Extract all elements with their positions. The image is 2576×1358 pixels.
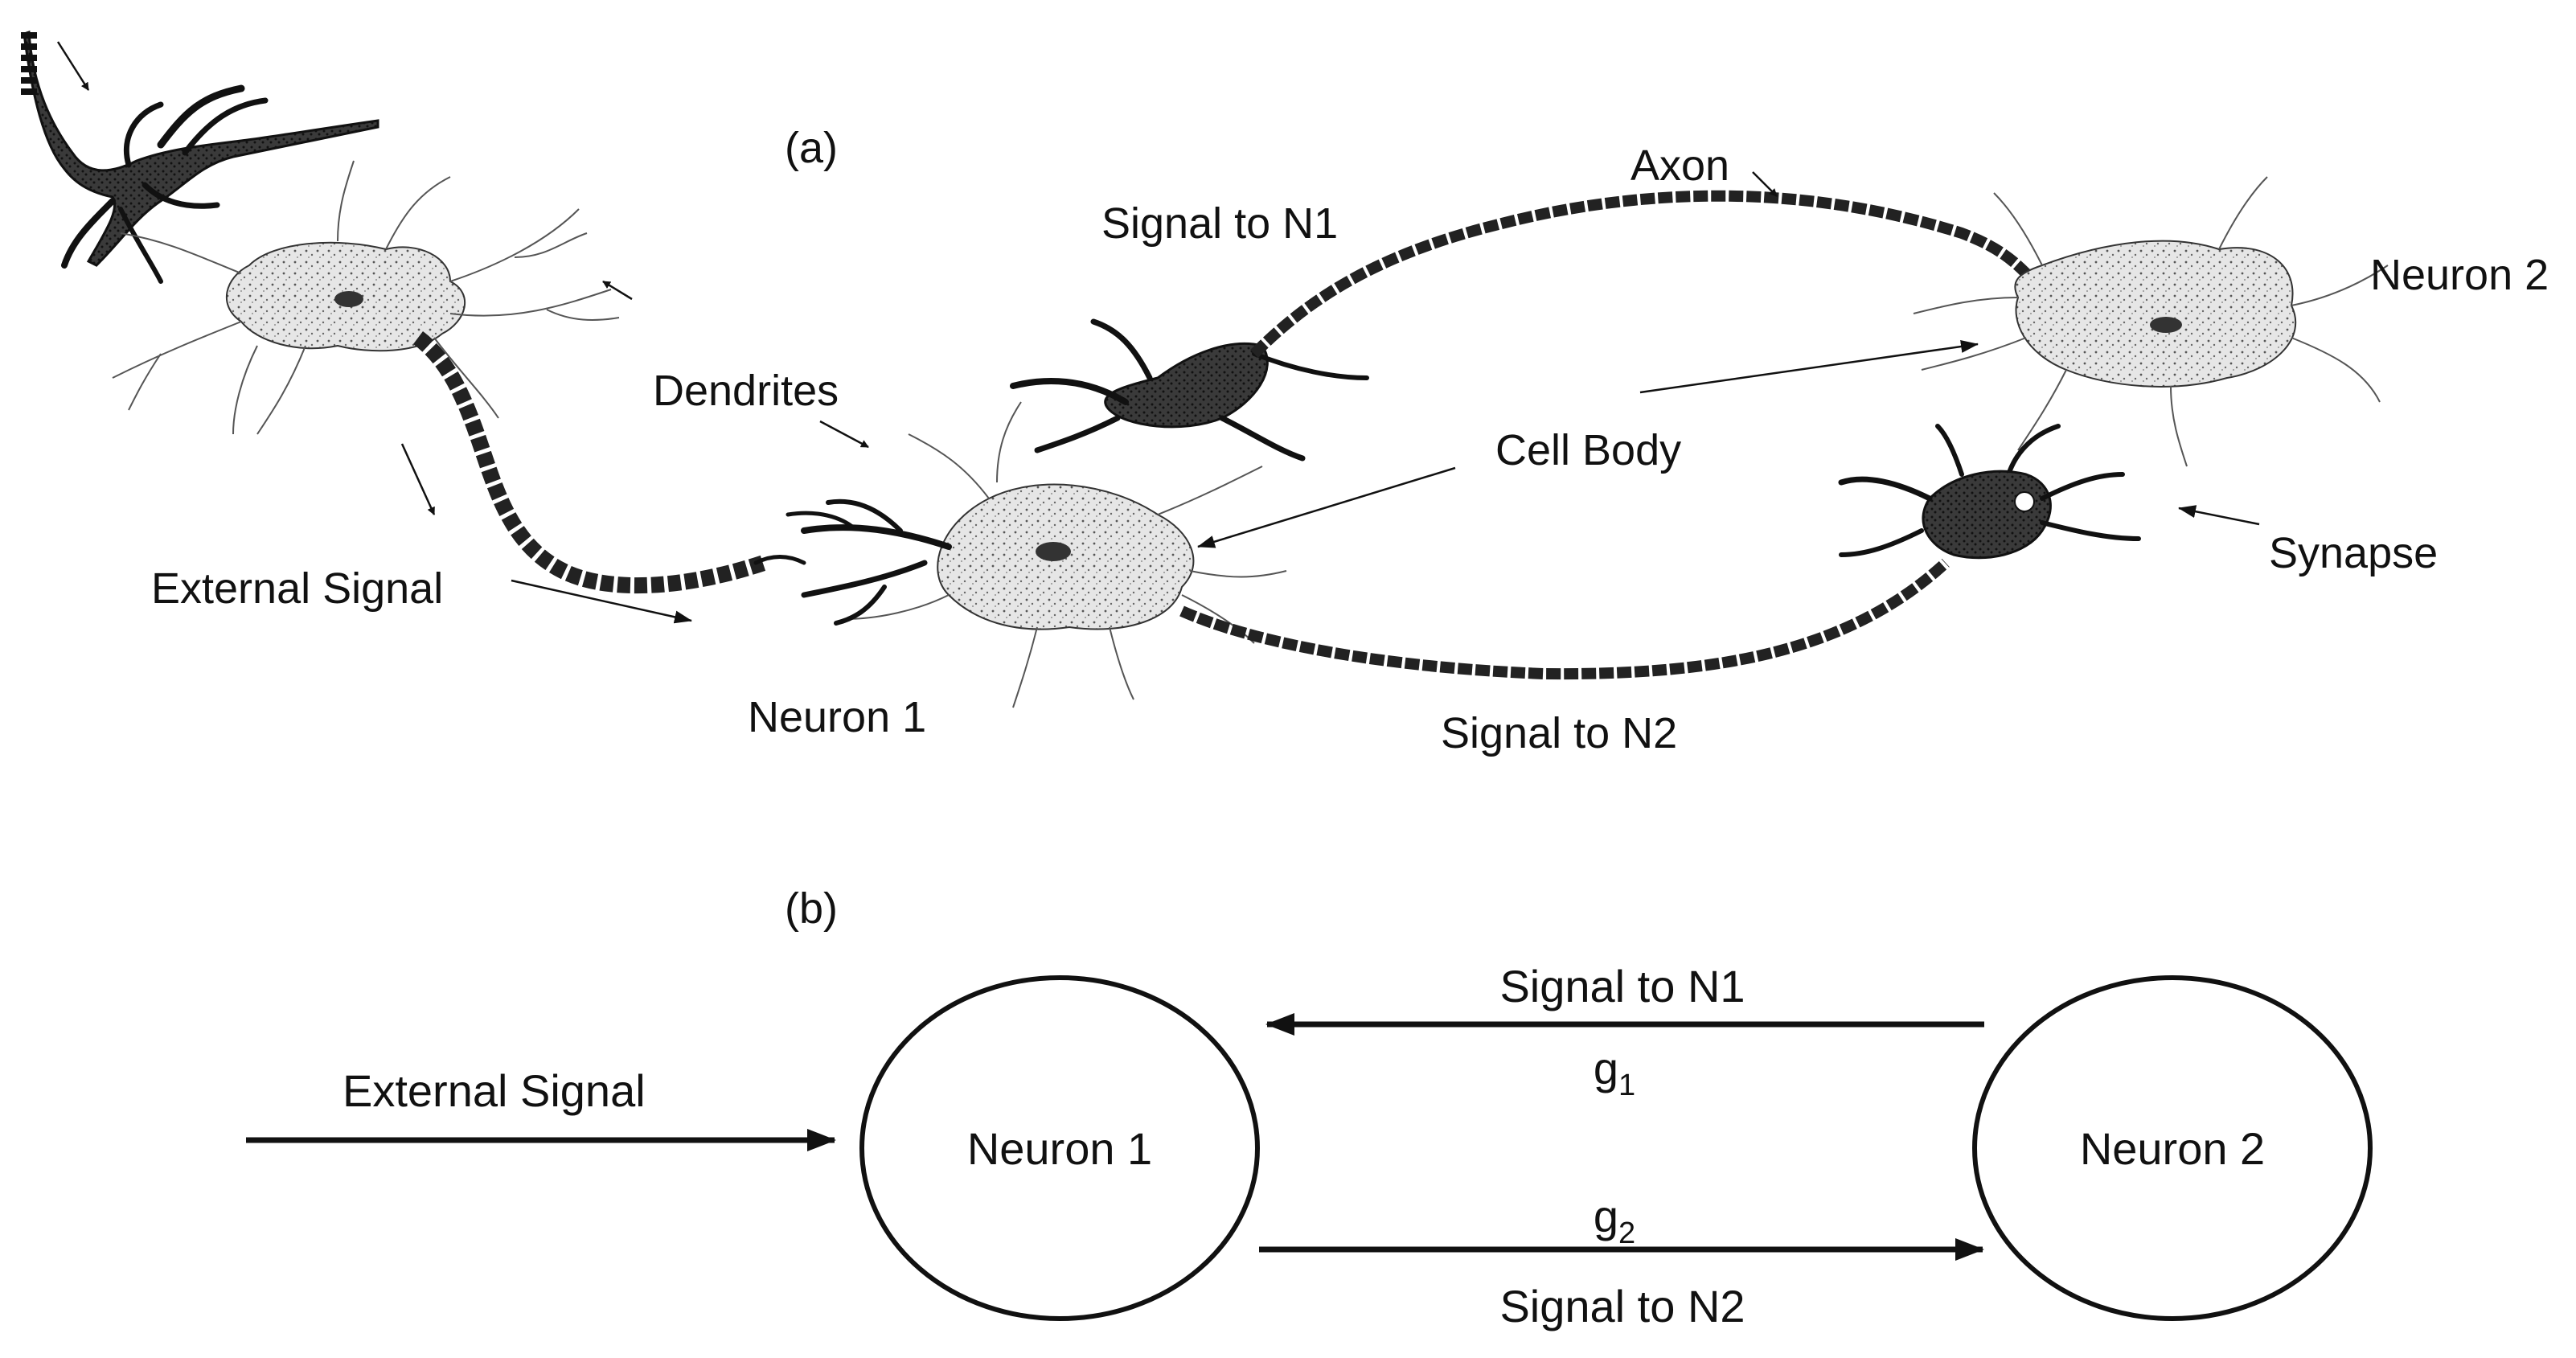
arrow-axon — [1752, 171, 1778, 197]
axon-signal-to-n2 — [1179, 558, 1950, 680]
label-neuron-2-a: Neuron 2 — [2370, 251, 2549, 299]
label-axon: Axon — [1631, 142, 1729, 190]
neuron-1-node-label: Neuron 1 — [967, 1123, 1152, 1174]
neuron-1-axon-hillock-dark — [1010, 318, 1369, 462]
source-neuron-dark — [21, 30, 379, 284]
neuron-1-illustration — [753, 401, 1287, 708]
label-synapse: Synapse — [2269, 529, 2438, 577]
arrow-dendrites — [819, 420, 869, 449]
upstream-axon — [412, 331, 767, 594]
neuron-2-illustration — [1913, 176, 2389, 467]
axon-signal-to-n1 — [1250, 190, 2030, 358]
arrow-cell-body — [1197, 466, 1456, 548]
neuron-2-node — [1972, 975, 2373, 1321]
label-signal-to-n1-a: Signal to N1 — [1101, 199, 1338, 248]
panel-b-label: (b) — [785, 884, 838, 933]
label-external-signal-a: External Signal — [151, 564, 443, 613]
arrow-upstream-axon — [400, 443, 436, 515]
label-g2: g2 — [1594, 1191, 1635, 1250]
neuron-2-node-label: Neuron 2 — [2080, 1123, 2265, 1174]
label-dendrites: Dendrites — [653, 367, 839, 415]
label-g1: g1 — [1594, 1043, 1635, 1102]
label-signal-to-n2-b: Signal to N2 — [1499, 1281, 1745, 1331]
arrow-dendrites-upstream — [602, 280, 633, 301]
panel-a-label: (a) — [785, 124, 838, 172]
label-cell-body: Cell Body — [1495, 426, 1681, 474]
arrow-external-signal-a — [511, 579, 692, 624]
arrow-source-axon — [56, 41, 90, 91]
panel-b-schematic: (b) External Signal Neuron 1 Neuron 2 Si… — [246, 884, 2373, 1331]
label-external-signal-b: External Signal — [343, 1065, 646, 1116]
synapse-neuron-dark — [1838, 424, 2141, 560]
upstream-neuron — [112, 160, 620, 435]
arrow-neuron-2-body — [1639, 340, 1979, 394]
arrow-synapse — [2178, 505, 2260, 526]
label-neuron-1-a: Neuron 1 — [748, 693, 926, 741]
label-signal-to-n2-a: Signal to N2 — [1441, 709, 1677, 757]
neuron-1-node — [859, 975, 1260, 1321]
panel-a-illustration: (a) Axon Signal to N1 Neuron 2 Dendrites… — [21, 30, 2549, 757]
label-signal-to-n1-b: Signal to N1 — [1499, 961, 1745, 1011]
